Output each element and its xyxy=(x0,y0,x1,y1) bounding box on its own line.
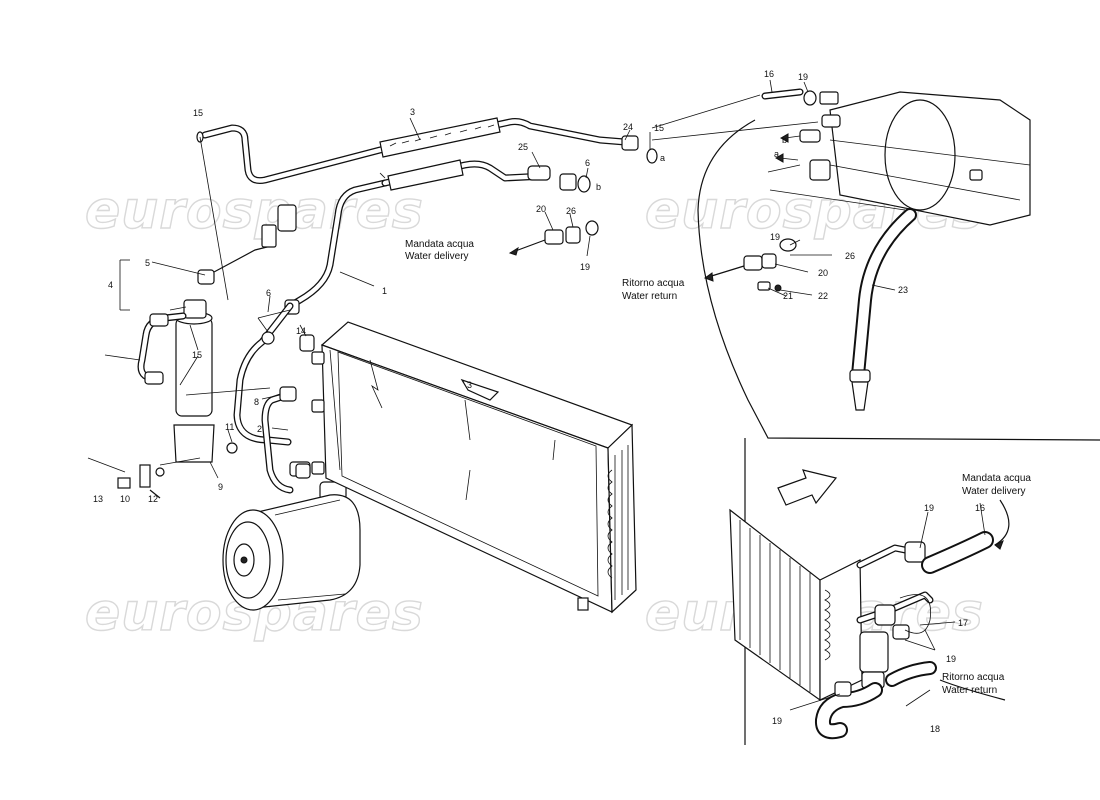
callout-2: 2 xyxy=(257,424,262,434)
callout-14: 14 xyxy=(296,326,306,336)
callout-26-return: 26 xyxy=(845,251,855,261)
ref-b-2: b xyxy=(782,135,787,145)
water-return-parts xyxy=(703,238,797,292)
callout-13: 13 xyxy=(93,494,103,504)
bolt-10 xyxy=(139,464,151,488)
compressor-assembly xyxy=(222,302,361,611)
callout-8: 8 xyxy=(254,397,259,407)
heater-core-face xyxy=(729,508,821,702)
callout-1: 1 xyxy=(382,286,387,296)
callout-26-delivery: 26 xyxy=(566,206,576,216)
ref-a: a xyxy=(660,153,665,163)
pipe-1-assembly xyxy=(284,159,591,315)
label-water-delivery-it: Mandata acqua xyxy=(405,239,474,250)
label-plate-3 xyxy=(460,378,500,401)
callout-19-delivery: 19 xyxy=(580,262,590,272)
label-water-return-en: Water return xyxy=(622,291,677,302)
pressure-switch-5 xyxy=(197,269,215,285)
callout-20-delivery: 20 xyxy=(536,204,546,214)
callout-17: 17 xyxy=(958,618,968,628)
label-water-return-it: Ritorno acqua xyxy=(622,278,685,289)
heater-unit-top xyxy=(651,88,1100,441)
bracket-9 xyxy=(173,424,215,463)
label-inset-delivery-it: Mandata acqua xyxy=(962,473,1031,484)
callout-15-drier: 15 xyxy=(192,350,202,360)
callout-25: 25 xyxy=(518,142,528,152)
flow-labels: Mandata acqua Water delivery Ritorno acq… xyxy=(405,239,1031,696)
part-22 xyxy=(774,284,782,292)
callouts: 1 2 3 4 5 6 6 8 9 10 11 12 13 14 15 15 1… xyxy=(93,69,985,734)
callout-9: 9 xyxy=(218,482,223,492)
label-water-delivery-en: Water delivery xyxy=(405,251,469,262)
screw-12 xyxy=(149,489,161,499)
ref-a-2: a xyxy=(774,149,779,159)
part-20 xyxy=(544,229,564,245)
callout-3: 3 xyxy=(410,107,415,117)
water-delivery-parts xyxy=(508,220,599,256)
detail-inset xyxy=(729,438,1010,745)
part-20-return xyxy=(743,255,763,271)
arrow-icon xyxy=(777,469,838,506)
callout-15-top: 15 xyxy=(654,123,664,133)
callout-4: 4 xyxy=(108,280,113,290)
pipe-3-assembly xyxy=(196,117,658,184)
callout-18: 18 xyxy=(930,724,940,734)
drier-body xyxy=(175,317,213,417)
drain-tube-23 xyxy=(851,381,869,411)
ref-b: b xyxy=(596,182,601,192)
callout-5: 5 xyxy=(145,258,150,268)
insulation-sleeve-3 xyxy=(379,117,501,158)
callout-19-top: 19 xyxy=(798,72,808,82)
callout-20-return: 20 xyxy=(818,268,828,278)
callout-10: 10 xyxy=(120,494,130,504)
label-inset-return-en: Water return xyxy=(942,685,997,696)
receiver-drier xyxy=(87,136,297,499)
watermark-1: eurospares xyxy=(85,181,424,241)
callout-23: 23 xyxy=(898,285,908,295)
callout-16-top: 16 xyxy=(764,69,774,79)
condenser xyxy=(311,321,637,614)
callout-19-inset-mid: 19 xyxy=(946,654,956,664)
callout-6-top: 6 xyxy=(585,158,590,168)
callout-22: 22 xyxy=(818,291,828,301)
connector xyxy=(261,224,277,248)
part-13 xyxy=(117,477,131,489)
callout-6-left: 6 xyxy=(266,288,271,298)
fitting-25 xyxy=(527,165,551,181)
nut-11 xyxy=(226,442,238,454)
fitting-24 xyxy=(621,135,639,151)
callout-19-inset-bottom: 19 xyxy=(772,716,782,726)
clamp-19 xyxy=(585,220,599,236)
leader-lines xyxy=(104,79,896,479)
label-inset-delivery-en: Water delivery xyxy=(962,486,1026,497)
drier-head xyxy=(183,299,207,319)
part-26 xyxy=(565,226,581,244)
part-21 xyxy=(757,281,771,291)
callout-16-inset: 16 xyxy=(975,503,985,513)
valve-body xyxy=(859,631,889,673)
callout-19-inset-top: 19 xyxy=(924,503,934,513)
callout-12: 12 xyxy=(148,494,158,504)
callout-15-left: 15 xyxy=(193,108,203,118)
callout-3-plate: 3 xyxy=(467,380,472,390)
callout-24: 24 xyxy=(623,122,633,132)
oring-6-top xyxy=(577,175,591,193)
callout-11: 11 xyxy=(225,422,234,432)
callout-19-return: 19 xyxy=(770,232,780,242)
oring-15-top xyxy=(646,148,658,164)
fitting-25b xyxy=(559,173,577,191)
insulation-sleeve-1 xyxy=(387,159,464,191)
label-inset-return-it: Ritorno acqua xyxy=(942,672,1005,683)
fitting-14 xyxy=(299,334,315,352)
connector-plug xyxy=(277,204,297,232)
callout-21: 21 xyxy=(783,291,793,301)
